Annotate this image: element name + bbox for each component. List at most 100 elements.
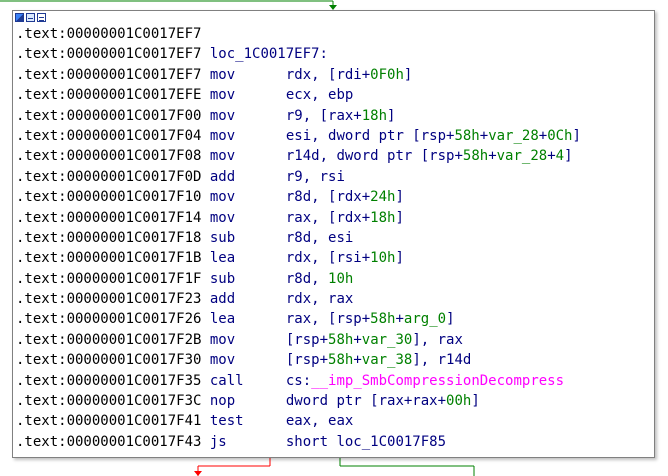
operand-text: + <box>547 148 556 165</box>
operands[interactable]: rax, [rdx+18h] <box>286 210 404 226</box>
operands[interactable]: rdx, [rsi+10h] <box>286 250 404 266</box>
line-address: .text:00000001C0017F04 <box>16 127 202 144</box>
line-address: .text:00000001C0017F41 <box>16 413 202 430</box>
line-address: .text:00000001C0017F43 <box>16 433 202 450</box>
operand-text: ], r14d <box>412 352 472 369</box>
graph-icon[interactable] <box>26 12 35 22</box>
operand-text: r9, rsi <box>285 168 345 185</box>
operands[interactable]: rdx, [rdi+0F0h] <box>286 67 412 83</box>
basic-block-node[interactable]: .text:00000001C0017EF7 .text:00000001C00… <box>12 10 655 458</box>
immediate[interactable]: 24h <box>370 189 396 206</box>
mnemonic: mov <box>209 87 236 104</box>
operands[interactable]: rdx, rax <box>286 291 353 307</box>
immediate[interactable]: 58h <box>370 311 396 328</box>
operand-text: ] <box>395 250 404 267</box>
disassembly-listing[interactable]: .text:00000001C0017EF7 .text:00000001C00… <box>13 24 654 452</box>
stack-var[interactable]: arg_0 <box>403 311 447 328</box>
node-titlebar <box>13 11 654 23</box>
operands[interactable]: [rsp+58h+var_38], r14d <box>286 352 471 368</box>
immediate[interactable]: 18h <box>361 107 388 124</box>
rename-icon[interactable] <box>37 12 46 22</box>
operands[interactable]: eax, eax <box>286 413 353 429</box>
immediate[interactable]: 0Ch <box>547 127 573 144</box>
immediate[interactable]: 4 <box>555 148 565 165</box>
disasm-line[interactable]: .text:00000001C0017F35 call cs:__imp_SmbC… <box>13 371 654 391</box>
line-address: .text:00000001C0017F35 <box>16 372 202 389</box>
import-symbol[interactable]: __imp_SmbCompressionDecompress <box>311 372 565 389</box>
immediate[interactable]: 58h <box>462 148 489 165</box>
operand-text: [rsp+ <box>285 331 329 348</box>
mnemonic: mov <box>209 352 236 369</box>
mnemonic: lea <box>209 250 236 267</box>
operands[interactable]: r9, rsi <box>286 169 345 185</box>
line-address: .text:00000001C0017EF7 <box>16 26 202 42</box>
stack-var[interactable]: var_28 <box>488 127 539 144</box>
operand-text: r14d, dword ptr [rsp+ <box>285 148 463 165</box>
operands[interactable]: esi, dword ptr [rsp+58h+var_28+0Ch] <box>286 128 581 144</box>
code-label[interactable]: loc_1C0017EF7: <box>209 46 328 63</box>
mnemonic: test <box>209 413 244 430</box>
operand-text: ] <box>471 393 480 410</box>
immediate[interactable]: 58h <box>328 331 354 348</box>
operands[interactable]: r8d, 10h <box>286 271 353 287</box>
immediate[interactable]: 10h <box>328 270 354 287</box>
false-branch-arrowhead <box>194 471 202 476</box>
immediate[interactable]: 58h <box>328 352 354 369</box>
immediate[interactable]: 10h <box>370 250 396 267</box>
line-address: .text:00000001C0017F08 <box>16 148 202 165</box>
operands[interactable]: r8d, esi <box>286 230 353 246</box>
operands[interactable]: short loc_1C0017F85 <box>286 434 446 450</box>
mnemonic: mov <box>209 127 236 144</box>
operands[interactable]: [rsp+58h+var_30], rax <box>286 332 463 348</box>
disasm-line[interactable]: .text:00000001C0017F1B lea rdx, [rsi+10h] <box>13 248 654 268</box>
operand-text: + <box>353 352 362 369</box>
disasm-line[interactable]: .text:00000001C0017F30 mov[rsp+58h+var_3… <box>13 350 654 370</box>
disasm-line[interactable]: .text:00000001C0017F2B mov[rsp+58h+var_3… <box>13 330 654 350</box>
operand-text: short loc_1C0017F85 <box>285 433 447 450</box>
line-address: .text:00000001C0017F1B <box>16 250 202 267</box>
operands[interactable]: ecx, ebp <box>286 87 353 103</box>
stack-var[interactable]: var_30 <box>361 331 413 348</box>
mnemonic: lea <box>209 311 236 328</box>
operand-text: r8d, <box>285 270 329 287</box>
operands[interactable]: cs:__imp_SmbCompressionDecompress <box>286 373 564 389</box>
operands[interactable]: r8d, [rdx+24h] <box>286 189 404 205</box>
stack-var[interactable]: var_38 <box>361 352 413 369</box>
operands[interactable]: r9, [rax+18h] <box>286 108 396 124</box>
immediate[interactable]: 58h <box>454 127 480 144</box>
operand-text: + <box>538 127 548 144</box>
immediate[interactable]: 0F0h <box>370 66 404 83</box>
node-color-icon[interactable] <box>15 12 24 22</box>
line-address: .text:00000001C0017F23 <box>16 291 202 308</box>
stack-var[interactable]: var_28 <box>496 148 548 165</box>
operand-text: ] <box>395 189 404 206</box>
line-address: .text:00000001C0017F1F <box>16 270 202 287</box>
operands[interactable]: rax, [rsp+58h+arg_0] <box>286 311 455 327</box>
immediate[interactable]: 00h <box>446 393 472 410</box>
disasm-line[interactable]: .text:00000001C0017F23 add rdx, rax <box>13 289 654 309</box>
operand-text: rax, [rdx+ <box>285 209 371 226</box>
operands[interactable]: r14d, dword ptr [rsp+58h+var_28+4] <box>286 148 573 164</box>
mnemonic: add <box>209 291 236 308</box>
disasm-line[interactable]: .text:00000001C0017EF7 loc_1C0017EF7: <box>13 44 654 64</box>
mnemonic: call <box>209 372 244 389</box>
incoming-arrowhead <box>329 5 337 10</box>
disasm-line[interactable]: .text:00000001C0017F41 test eax, eax <box>13 411 654 431</box>
immediate[interactable]: 18h <box>370 209 396 226</box>
disasm-line[interactable]: .text:00000001C0017EF7 <box>13 24 654 44</box>
operands[interactable]: dword ptr [rax+rax+00h] <box>286 393 480 409</box>
